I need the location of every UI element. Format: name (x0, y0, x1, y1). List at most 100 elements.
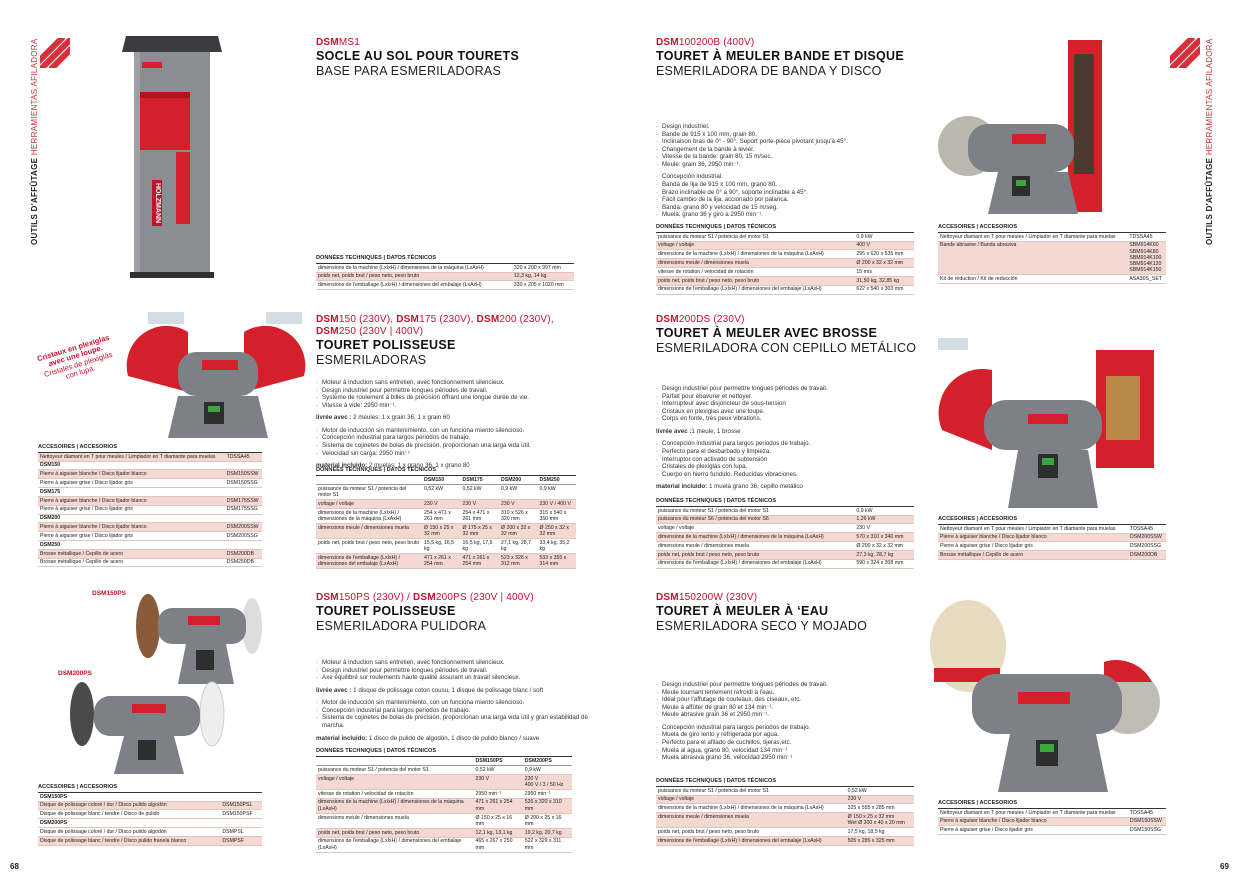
accessory-row: Nettoyeur diamant en T pour meules / Lim… (38, 452, 262, 462)
plexiglass-note: Cristaux en plexiglas avec une loupe.Cri… (36, 332, 114, 381)
table-row: poids net, poids brut / peso neto, peso … (656, 276, 914, 286)
accessory-row: Disque de polissage blanc / tendre / Dis… (38, 809, 262, 820)
label-dsm200ps: DSM200PS (58, 670, 92, 677)
table-row: puissance du moteur S1 / potencia del mo… (656, 232, 914, 242)
list-item: Concepción industrial para largos period… (656, 440, 916, 448)
table-row: puissance du moteur S1 / potencia del mo… (316, 765, 572, 775)
belt-grinder-image (938, 40, 1102, 214)
spec-table-dsm200ds: DONNÉES TECHNIQUES | DATOS TÉCNICOS puis… (656, 498, 914, 569)
list-item: Changement de la bande à levier. (656, 146, 916, 154)
list-item: Velocidad sin carga: 2950 min⁻¹ (316, 450, 586, 458)
accessory-row: Nettoyeur diamant en T pour meules / Lim… (938, 808, 1166, 818)
list-item: Parfait pour ébavurer et nettoyer. (656, 393, 916, 401)
spec-table-ms1: DONNÉES TECHNIQUES | DATOS TÉCNICOS dime… (316, 255, 574, 291)
accessory-row: DSM175 (38, 487, 262, 497)
list-item: Design industriel pour permettre longues… (656, 681, 916, 689)
table-row: dimensions de la machine (LxIxH) / dimen… (316, 508, 576, 524)
product-title-dsm200ds: DSM200DS (230V) TOURET À MEULER AVEC BRO… (656, 314, 917, 355)
spec-table-dsm150-250: DONNÉES TECHNIQUES | DATOS TÉCNICOS DSM1… (316, 467, 576, 570)
list-item: Motor de inducción sin mantenimiento, co… (316, 427, 586, 435)
list-item: Idéal pour l'affutage de couteaux, des c… (656, 696, 916, 704)
table-row: puissance du moteur S6 / potencia del mo… (656, 515, 914, 525)
accessory-row: Pierre à aiguiser grise / Disco lijador … (38, 478, 262, 489)
brand-badge: HOLZMANN (151, 180, 162, 227)
page-number-right: 69 (1220, 862, 1229, 871)
table-row: dimensions de la machine (LxIxH) / dimen… (656, 532, 914, 543)
table-row: poids net, poids brut / peso neto, peso … (316, 828, 572, 838)
accessory-row: Pierre à aiguiser grise / Disco lijador … (38, 531, 262, 541)
product-title-dsm150ps: DSM150PS (230V) / DSM200PS (230V | 400V)… (316, 592, 534, 633)
table-row: poids net, poids brut / peso neto, peso … (316, 538, 576, 555)
accessory-row: Pierre à aiguiser blanche / Disco lijado… (38, 496, 262, 506)
accessory-row: DSM150PS (38, 792, 262, 802)
table-row: puissance du moteur S1 / potencia del mo… (656, 506, 914, 516)
features-dsm150200w: Design industriel pour permettre longues… (656, 676, 916, 762)
table-row: dimensions de l'emballage (LxIxH) / dime… (316, 280, 574, 291)
accessory-row: Pierre à aiguiser blanche / Disco lijado… (938, 533, 1166, 543)
spec-table-dsm150ps: DONNÉES TECHNIQUES | DATOS TÉCNICOS DSM1… (316, 748, 572, 853)
table-row: poids net, poids brut / peso neto, peso … (656, 827, 914, 838)
list-item: Cuerpo en hierro fundido. Reducidas vibr… (656, 471, 916, 479)
accessory-row: Pierre à aiguiser blanche / Disco lijado… (38, 522, 262, 533)
table-row: dimensions de la machine (LxIxH) / dimen… (316, 798, 572, 814)
features-dsm200ds: Design industriel pour permettre longues… (656, 380, 916, 491)
list-item: Inclinaison bras de 0° - 90°. Suport por… (656, 138, 916, 146)
list-item: Muela al agua, grano 80, velocidad 134 m… (656, 747, 916, 755)
accessory-row: Pierre à aiguiser blanche / Disco lijado… (938, 817, 1166, 827)
table-row: vitesse de rotation / velocidad de rotac… (316, 789, 572, 799)
list-item: Banda de lija de 915 x 100 mm, grano 80. (656, 181, 916, 189)
table-row: poids net, poids brut / peso neto, peso … (656, 550, 914, 560)
list-item: Brazo inclinable de 0° a 90°, soporte in… (656, 189, 916, 197)
table-row: dimensions de la machine (LxIxH) / dimen… (656, 803, 914, 814)
list-item: Sistema de cojinetes de bolas de precisi… (316, 442, 586, 450)
accessory-row: Pierre à aiguiser blanche / Disco lijado… (38, 469, 262, 480)
list-item: Interrupteur avec disjoncteur de sous-te… (656, 400, 916, 408)
stand-image (122, 36, 222, 278)
list-item: Muela: grano 36 y giro a 2950 min⁻¹. (656, 211, 916, 219)
accessory-row: Pierre à aiguiser grise / Disco lijador … (38, 505, 262, 515)
list-item: Vitesse à vide: 2950 min⁻¹. (316, 402, 586, 410)
brand-stripes-logo-right (1170, 38, 1200, 68)
table-row: vitesse de rotation / velocidad de rotac… (656, 267, 914, 277)
spec-table-dsm100200b: DONNÉES TECHNIQUES | DATOS TÉCNICOS puis… (656, 224, 914, 295)
side-label-left: OUTILS D'AFFÛTAGE HERRAMIENTAS AFILADORA (30, 38, 39, 245)
accessory-row: Nettoyeur diamant en T pour meules / Lim… (938, 232, 1166, 242)
list-item: Design industriel pour permettre longues… (316, 667, 588, 675)
spec-table-dsm150200w: DONNÉES TECHNIQUES | DATOS TÉCNICOS puis… (656, 778, 914, 846)
list-item: Perfecto para el afilado de cuchillos, t… (656, 739, 916, 747)
list-item: Motor de inducción sin mantenimiento, co… (316, 699, 588, 707)
accessory-row: Pierre à aiguiser grise / Disco lijador … (938, 541, 1166, 552)
accessories-table-dsm200ds: ACCESOIRES | ACCESORIOS Nettoyeur diaman… (938, 516, 1166, 561)
list-item: Système de roulement à billes de précisi… (316, 394, 586, 402)
table-row: puissance du moteur S1 / potencia del mo… (316, 484, 576, 501)
list-item: Concepción industrial para largos period… (316, 434, 586, 442)
table-row: dimensions de l'emballage (LxIxH) / dime… (656, 285, 914, 295)
product-title-ms1: DSMMS1 SOCLE AU SOL POUR TOURETS BASE PA… (316, 37, 520, 78)
list-item: Concepción industrial para largos period… (656, 724, 916, 732)
label-dsm150ps: DSM150PS (92, 590, 126, 597)
list-item: Design industriel pour permettre longues… (316, 387, 586, 395)
list-item: Banda: grano 80 y velocidad de 15 m/seg. (656, 204, 916, 212)
brand-stripes-logo-left (40, 38, 70, 68)
table-row: poids net, poids brut / peso neto, peso … (316, 272, 574, 282)
wet-dry-grinder-image (930, 600, 1160, 792)
table-row: dimensions de la machine (LxIxH) / dimen… (316, 263, 574, 273)
table-row: dimensions de la machine (LxIxH) / dimen… (656, 249, 914, 260)
list-item: Axe équilibré sur roulements haute quali… (316, 674, 588, 682)
accessory-row: Disque de polissage blanc / tendre / Dis… (38, 836, 262, 846)
product-title-dsm100200b: DSM100200B (400V) TOURET À MEULER BANDE … (656, 37, 904, 78)
table-row: dimensions de l'emballage (LxIxH) / dime… (656, 836, 914, 846)
product-title-dsm150-250: DSM150 (230V), DSM175 (230V), DSM200 (23… (316, 314, 554, 367)
list-item: Meule abrasive grain 36 et 2950 min⁻¹. (656, 711, 916, 719)
grinder-brush-image (938, 338, 1154, 508)
list-item: Meule à affûter de grain 80 et 134 min⁻¹… (656, 704, 916, 712)
